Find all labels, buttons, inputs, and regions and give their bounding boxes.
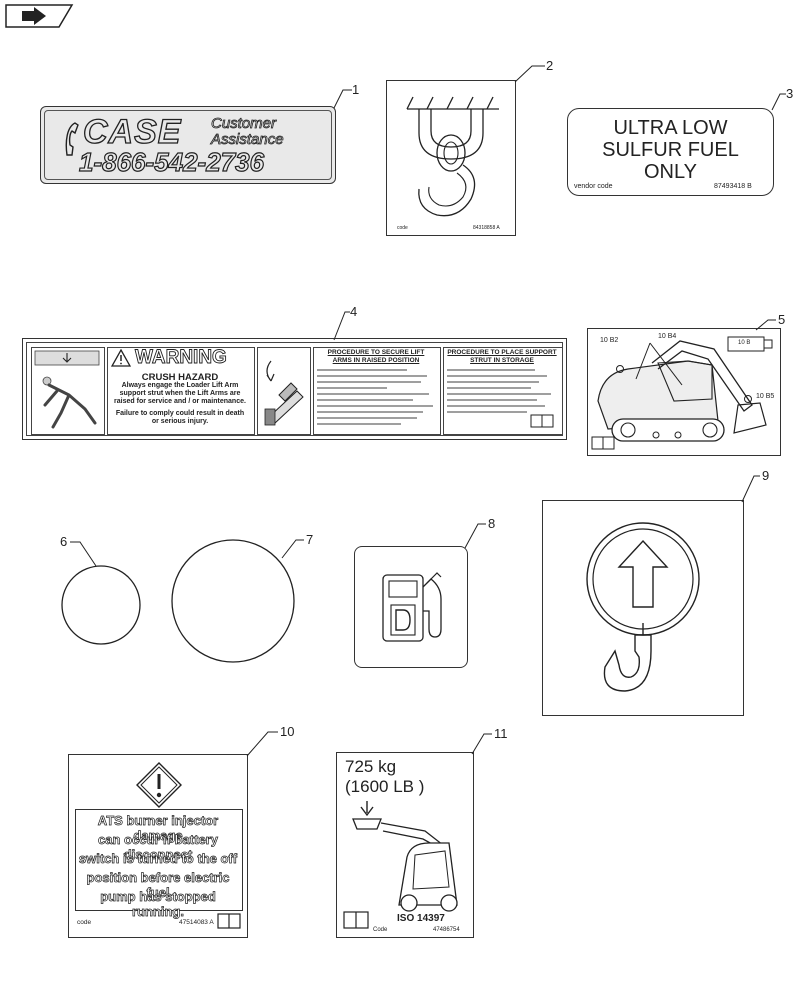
decal-1-case-customer-assistance: CASE Customer Assistance 1-866-542-2736 bbox=[40, 106, 336, 184]
decal-9-lift-hook bbox=[542, 500, 744, 716]
decal-2-part-number: 84318858 A bbox=[473, 225, 500, 231]
warning-heading: WARNING bbox=[135, 347, 228, 369]
ats-notice-line-4: position before electric fuel bbox=[86, 870, 230, 901]
diesel-pump-icon bbox=[382, 572, 442, 642]
skid-steer-load-icon bbox=[352, 801, 458, 912]
decal-3-ultra-low-sulfur-fuel: ULTRA LOW SULFUR FUEL ONLY vendor code 8… bbox=[567, 108, 774, 196]
callout-7[interactable]: 7 bbox=[306, 532, 314, 547]
callout-4[interactable]: 4 bbox=[350, 304, 358, 319]
warning-body-2: support strut when the Lift Arms are bbox=[119, 390, 241, 397]
decal-2-tie-down: code 84318858 A bbox=[386, 80, 516, 236]
warning-body-4: Failure to comply could result in death bbox=[115, 410, 245, 417]
procedure-1-fine-print bbox=[317, 369, 433, 425]
warning-body-5: or serious injury. bbox=[151, 418, 209, 425]
decal-10-ats-burner-notice: ATS burner injector damage can occur if … bbox=[68, 754, 248, 938]
decal-4-warning-crush-hazard: WARNING CRUSH HAZARD Always engage the L… bbox=[22, 338, 567, 440]
callout-8[interactable]: 8 bbox=[488, 516, 496, 531]
arrow-icon bbox=[5, 4, 74, 28]
callout-6[interactable]: 6 bbox=[60, 534, 68, 549]
callout-9[interactable]: 9 bbox=[762, 468, 770, 483]
procedure-2-title-1: PROCEDURE TO PLACE SUPPORT bbox=[447, 349, 557, 356]
lift-point-label-c: 10 B bbox=[738, 340, 751, 346]
decal-3-part-number: 87493418 B bbox=[714, 183, 752, 190]
ats-notice-line-3: switch is turned to the off bbox=[78, 851, 238, 867]
decal-8-diesel-fuel bbox=[354, 546, 468, 668]
callout-5[interactable]: 5 bbox=[778, 312, 786, 327]
crush-hazard-heading: CRUSH HAZARD bbox=[141, 372, 219, 383]
callout-10[interactable]: 10 bbox=[280, 724, 295, 739]
manual-book-icon bbox=[217, 913, 241, 929]
customer-text: Customer bbox=[211, 115, 277, 133]
callout-3[interactable]: 3 bbox=[786, 86, 794, 101]
decal-6-circle bbox=[61, 565, 141, 645]
decal-10-part-number: 47514083 A bbox=[179, 919, 214, 926]
ats-notice-line-1: ATS burner injector damage bbox=[97, 813, 219, 844]
procedure-1-title-1: PROCEDURE TO SECURE LIFT bbox=[327, 349, 425, 356]
skid-steer-diagram-icon bbox=[591, 336, 773, 450]
decal-7-circle bbox=[171, 539, 295, 663]
decal-11-part-number: 47486754 bbox=[433, 927, 460, 933]
caution-diamond-icon bbox=[136, 762, 182, 808]
warning-triangle-icon bbox=[111, 349, 131, 367]
procedure-1-title-2: ARMS IN RAISED POSITION bbox=[332, 357, 420, 364]
decal-11-code-label: Code bbox=[373, 927, 388, 933]
ulsf-line-2: SULFUR FUEL bbox=[602, 139, 739, 161]
support-strut-icon bbox=[264, 360, 304, 426]
decal-2-code-label: code bbox=[397, 225, 408, 231]
lift-point-label-d: 10 B5 bbox=[756, 393, 775, 400]
ats-notice-line-5: pump has stopped running. bbox=[100, 889, 216, 920]
assistance-text: Assistance bbox=[211, 131, 284, 149]
decal-10-code-label: code bbox=[77, 919, 92, 926]
warning-body-3: raised for service and / or maintenance. bbox=[114, 398, 246, 405]
crushed-person-icon bbox=[34, 350, 100, 429]
ulsf-line-1: ULTRA LOW bbox=[613, 117, 728, 139]
decal-3-vendor-code: vendor code bbox=[574, 183, 613, 190]
callout-1[interactable]: 1 bbox=[352, 82, 360, 97]
nav-arrow-button[interactable] bbox=[4, 3, 74, 29]
callout-2[interactable]: 2 bbox=[546, 58, 554, 73]
phone-icon bbox=[65, 122, 79, 156]
capacity-lb: (1600 LB ) bbox=[345, 777, 425, 796]
capacity-kg: 725 kg bbox=[345, 757, 397, 776]
procedure-2-title-2: STRUT IN STORAGE bbox=[470, 357, 534, 364]
warning-body-1: Always engage the Loader Lift Arm bbox=[121, 382, 239, 389]
lift-point-label-a: 10 B2 bbox=[600, 337, 619, 344]
callout-11[interactable]: 11 bbox=[494, 726, 508, 741]
ats-notice-line-2: can occur if battery disconnect bbox=[98, 832, 219, 863]
procedure-2-fine-print bbox=[447, 369, 554, 428]
tie-down-chain-icon bbox=[406, 96, 499, 217]
ulsf-line-3: ONLY bbox=[644, 161, 697, 183]
lifting-hook-icon bbox=[586, 522, 700, 692]
lift-point-label-b: 10 B4 bbox=[658, 333, 677, 340]
manual-book-icon bbox=[343, 911, 369, 929]
iso-standard: ISO 14397 bbox=[397, 913, 445, 924]
decal-5-lift-points: 10 B2 10 B4 10 B 10 B5 bbox=[587, 328, 781, 456]
decal-11-rated-capacity: 725 kg (1600 LB ) ISO 14397 Code 4748675… bbox=[336, 752, 474, 938]
case-brand-text: CASE bbox=[82, 112, 182, 151]
phone-number-text: 1-866-542-2736 bbox=[78, 146, 265, 177]
